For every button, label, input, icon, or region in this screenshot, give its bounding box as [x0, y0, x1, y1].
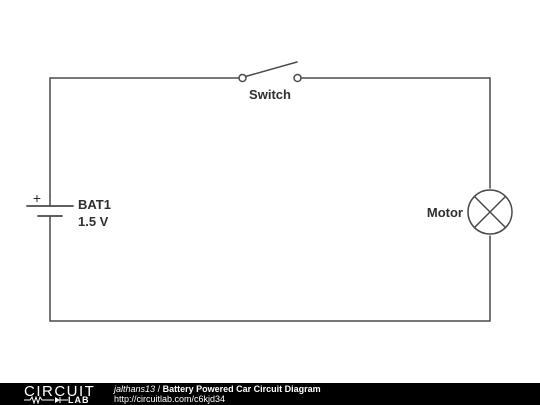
circuit-url[interactable]: http://circuitlab.com/c6kjd34	[114, 394, 226, 404]
author-link[interactable]: jalthans13	[114, 384, 156, 394]
footer-bar: CIRCUIT LAB jalthans13 / Battery Powered…	[0, 383, 540, 405]
wire-bottom	[49, 218, 491, 322]
motor-cross-b	[473, 195, 507, 229]
wire-top-right	[300, 77, 491, 189]
switch-lever	[244, 61, 298, 78]
logo-lab-text: LAB	[68, 395, 90, 405]
switch-right-terminal	[293, 73, 302, 83]
circuit-info: jalthans13 / Battery Powered Car Circuit…	[114, 384, 321, 404]
title-separator: /	[157, 384, 161, 394]
circuit-diagram: + Switch BAT1 1.5 V Motor	[26, 61, 513, 322]
battery-name-label: BAT1	[78, 197, 111, 212]
circuitlab-logo[interactable]: CIRCUIT LAB	[24, 383, 104, 405]
circuit-title[interactable]: Battery Powered Car Circuit Diagram	[162, 384, 321, 394]
motor-label: Motor	[427, 205, 463, 220]
battery-plus-sign: +	[33, 190, 41, 206]
wire-top-left	[49, 77, 240, 197]
battery-value-label: 1.5 V	[78, 214, 109, 229]
logo-waveform-icon	[24, 396, 68, 404]
switch-left-terminal	[238, 73, 247, 83]
switch-label: Switch	[249, 87, 291, 102]
logo-circuit-text: CIRCUIT	[24, 383, 96, 400]
